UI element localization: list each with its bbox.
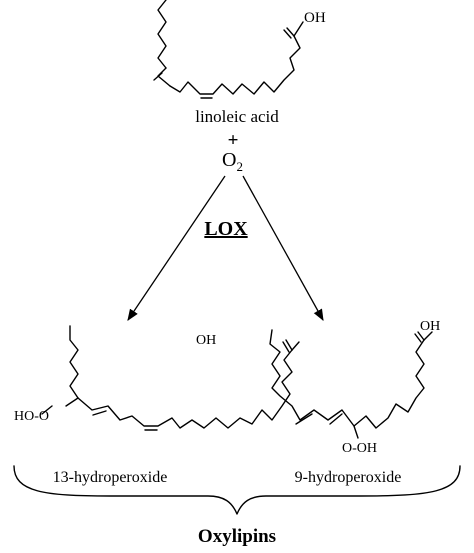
- 13-hydroperoxy-label: HO-O: [14, 409, 49, 424]
- 9-hydroperoxide-structure: OH O-OH: [269, 319, 440, 456]
- linoleic-acid-chain: [169, 35, 301, 95]
- 9-hydroperoxy-label: O-OH: [342, 441, 377, 456]
- linoleic-acid-structure: OH: [153, 0, 326, 99]
- linoleic-acid-tail: [157, 0, 167, 69]
- linoleic-acid-oh-label: OH: [304, 10, 326, 26]
- arrow-to-13-hydroperoxide: [127, 175, 226, 321]
- 9-hydroperoxide-oh-label: OH: [420, 319, 440, 334]
- substrate-name: linoleic acid: [195, 107, 279, 126]
- enzyme-label: LOX: [204, 218, 248, 240]
- plus-sign: +: [228, 130, 239, 151]
- oxygen-label: O2: [222, 149, 243, 174]
- grouping-brace: [13, 465, 461, 515]
- 13-hydroperoxide-oh-label: OH: [196, 333, 216, 348]
- linoleic-acid-double-bond-1: [157, 67, 171, 87]
- 9-hydroperoxide-name: 9-hydroperoxide: [295, 469, 402, 486]
- arrow-to-9-hydroperoxide: [242, 175, 324, 322]
- 13-hydroperoxide-structure: HO-O OH: [14, 325, 300, 431]
- 13-hydroperoxide-name: 13-hydroperoxide: [53, 469, 168, 486]
- group-label: Oxylipins: [198, 526, 276, 547]
